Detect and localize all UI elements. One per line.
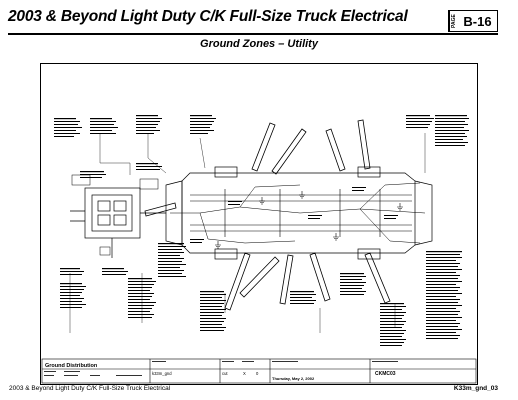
- note-text-blocks: [44, 115, 469, 376]
- note-block-left-middle: [80, 163, 162, 178]
- page-number: B-16: [463, 13, 492, 29]
- title-block-code: CKMC03: [375, 371, 396, 377]
- note-block-top-right: [406, 115, 469, 146]
- page-label: PAGE: [449, 11, 458, 31]
- title-block-col1: cut: [222, 371, 228, 376]
- title-block-frame: [41, 358, 477, 384]
- ground-symbols: [215, 191, 403, 249]
- page-box: PAGE B-16: [448, 10, 498, 32]
- leader-lines: [69, 133, 426, 333]
- title-block-small-text: [44, 361, 398, 376]
- truck-body-outline: [165, 172, 433, 254]
- title-block-col2: X: [243, 371, 246, 376]
- engine-detail: [70, 187, 166, 258]
- document-title: 2003 & Beyond Light Duty C/K Full-Size T…: [8, 8, 408, 25]
- title-block-heading: Ground Distribution: [45, 363, 98, 369]
- footer-document-name: 2003 & Beyond Light Duty C/K Full-Size T…: [9, 385, 171, 392]
- connector-boxes: [71, 174, 159, 256]
- title-block-col3: 0: [256, 371, 259, 376]
- wheels: [214, 166, 381, 260]
- diagram-subtitle: Ground Zones – Utility: [200, 38, 318, 50]
- note-block-bottom-center: [200, 273, 406, 346]
- drawing-sheet-border: [40, 63, 478, 385]
- note-block-truck-labels: [190, 187, 398, 243]
- note-block-bottom-left: [60, 243, 186, 318]
- note-block-top-left: [54, 115, 216, 137]
- ground-zones-diagram: [41, 115, 477, 384]
- callout-pointers: [144, 119, 391, 311]
- wiring-harness: [170, 182, 426, 244]
- title-rule: [8, 33, 498, 35]
- title-block-date: Thursday, May 2, 2002: [272, 376, 315, 381]
- footer-file-id: K33m_gnd_03: [453, 385, 498, 392]
- title-block-file: k33m_gnd: [152, 371, 172, 376]
- frame-rails: [190, 189, 412, 237]
- note-block-right-side: [426, 251, 462, 339]
